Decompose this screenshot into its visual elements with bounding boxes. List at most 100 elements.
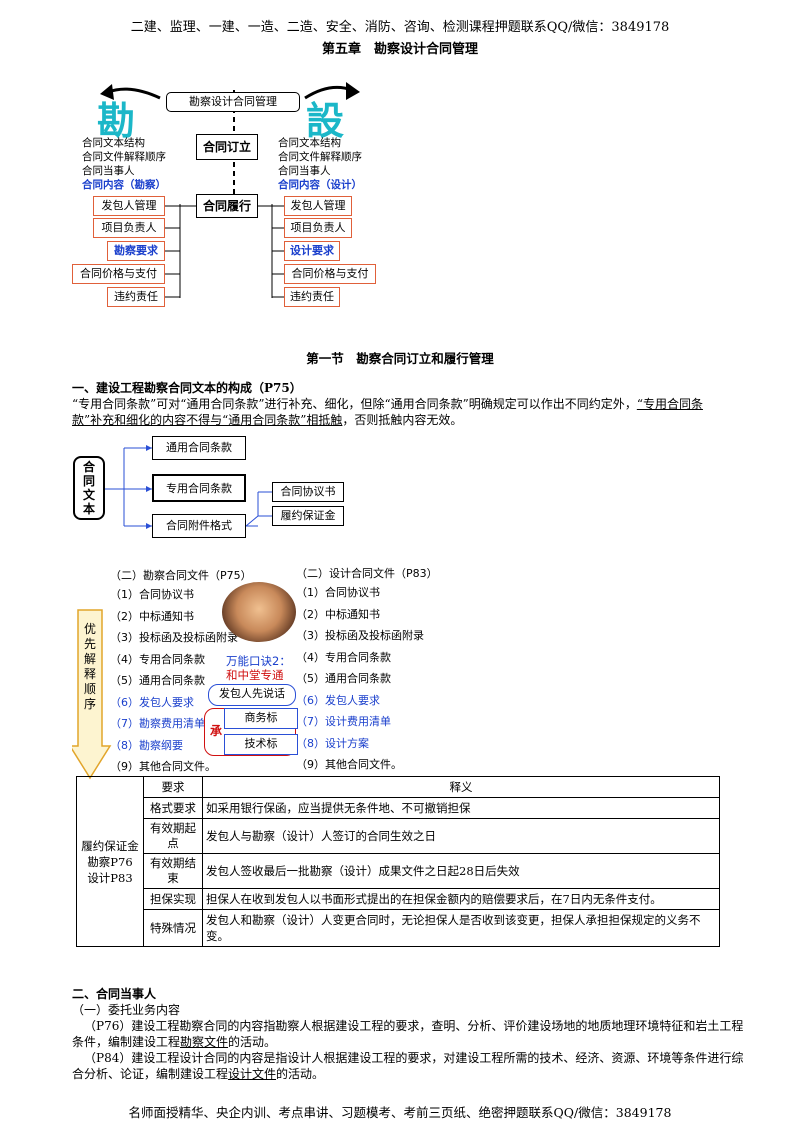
list-item: （9）其他合同文件。 — [110, 760, 216, 773]
list-item: （5）通用合同条款 — [296, 672, 391, 685]
general-terms-box: 通用合同条款 — [152, 436, 246, 460]
left-box-price: 合同价格与支付 — [72, 264, 165, 284]
priority-arrow-icon — [72, 609, 112, 780]
attachment-box: 合同附件格式 — [152, 514, 246, 538]
right-list: 合同文本结构 合同文件解释顺序 合同当事人 合同内容（设计） — [278, 136, 362, 192]
list-item: （6）发包人要求 — [110, 695, 194, 709]
right-line: 合同文件解释顺序 — [278, 151, 362, 163]
p76-text: （P76）建设工程勘察合同的内容指勘察人根据建设工程的要求，查明、分析、评价建设… — [72, 1019, 744, 1049]
p84-underline: 设计文件 — [228, 1067, 277, 1081]
contract-text-root: 合同文本 — [73, 456, 105, 520]
table-row-value: 如采用银行保函，应当提供无条件地、不可撤销担保 — [202, 797, 720, 819]
list-item: （5）通用合同条款 — [110, 674, 205, 687]
paragraph-1: “专用合同条款”可对“通用合同条款”进行补充、细化，但除“通用合同条款”明确规定… — [72, 396, 744, 428]
heading-1: 一、建设工程勘察合同文本的构成（P75） — [72, 381, 302, 395]
header-banner: 二建、监理、一建、一造、二造、安全、消防、咨询、检测课程押题联系QQ/微信：38… — [130, 20, 670, 35]
diagram2-lines — [104, 445, 272, 529]
list-item: （8）勘察纲要 — [110, 738, 183, 752]
table-row-value: 发包人与勘察（设计）人签订的合同生效之日 — [202, 818, 720, 854]
para1-underline: “专用合同条 — [636, 397, 703, 411]
list-item: （6）发包人要求 — [296, 693, 380, 707]
employer-bubble: 发包人先说话 — [208, 684, 296, 706]
table-row-key: 担保实现 — [143, 888, 203, 910]
p84-text: （P84）建设工程设计合同的内容是指设计人根据建设工程的要求，对建设工程所需的技… — [72, 1051, 744, 1081]
survey-doc-list: （二）勘察合同文件（P75） （1）合同协议书 （2）中标通知书 （3）投标函及… — [110, 568, 252, 778]
list-item: （9）其他合同文件。 — [296, 758, 402, 771]
list-item: （1）合同协议书 — [110, 588, 194, 601]
survey-doc-title: （二）勘察合同文件（P75） — [110, 569, 252, 582]
list-item: （3）投标函及投标函附录 — [110, 631, 238, 644]
list-item: （7）勘察费用清单 — [110, 717, 205, 730]
right-line: 合同文本结构 — [278, 137, 341, 149]
table-row-key: 有效期结束 — [143, 853, 203, 889]
table-row-header: 履约保证金 勘察P76 设计P83 — [76, 776, 144, 947]
root-label: 合同文本 — [82, 460, 95, 516]
right-box-breach: 违约责任 — [284, 287, 340, 307]
paragraph-p76: （P76）建设工程勘察合同的内容指勘察人根据建设工程的要求，查明、分析、评价建设… — [72, 1018, 744, 1050]
p84-text-end: 的活动。 — [276, 1067, 325, 1081]
cheng-label: 承 — [210, 724, 223, 738]
right-box-pm: 项目负责人 — [284, 218, 352, 238]
list-item: （1）合同协议书 — [296, 586, 380, 599]
list-item: （2）中标通知书 — [110, 609, 194, 623]
p76-text-end: 的活动。 — [228, 1035, 277, 1049]
table-row-key: 格式要求 — [143, 797, 203, 819]
table-row-key: 特殊情况 — [143, 909, 203, 947]
bond-box: 履约保证金 — [272, 506, 344, 526]
list-item: （4）专用合同条款 — [110, 652, 205, 666]
column-header-req: 要求 — [143, 776, 203, 798]
table-row-value: 发包人和勘察（设计）人变更合同时，无论担保人是否收到该变更，担保人承担担保规定的… — [202, 909, 720, 947]
left-box-pm: 项目负责人 — [93, 218, 165, 238]
heading-2-sub: （一）委托业务内容 — [72, 1003, 181, 1017]
mnemonic-line: 和中堂专通 — [226, 668, 284, 682]
table-row-key: 有效期起点 — [143, 818, 203, 854]
table-row-value: 担保人在收到发包人以书面形式提出的在担保金额内的赔偿要求后，在7日内无条件支付。 — [202, 888, 720, 910]
para1-underline-2: 款”补充和细化的内容不得与“通用合同条款”相抵触 — [72, 413, 343, 427]
contract-sign-box: 合同订立 — [196, 134, 258, 160]
p76-underline: 勘察文件 — [180, 1035, 229, 1049]
left-list: 合同文本结构 合同文件解释顺序 合同当事人 合同内容（勘察） — [82, 136, 166, 192]
contract-perform-box: 合同履行 — [196, 194, 258, 218]
footer-banner: 名师面授精华、央企内训、考点串讲、习题模考、考前三页纸、绝密押题联系QQ/微信：… — [128, 1105, 672, 1120]
right-box-req: 设计要求 — [284, 241, 340, 261]
left-box-employer: 发包人管理 — [93, 196, 165, 216]
list-item: （7）设计费用清单 — [296, 715, 391, 728]
para1-text-end: ，否则抵触内容无效。 — [342, 413, 463, 427]
business-bid-box: 商务标 — [224, 708, 298, 729]
heading-2: 二、合同当事人 — [72, 987, 157, 1001]
left-box-breach: 违约责任 — [107, 287, 165, 307]
right-content: 合同内容（设计） — [278, 179, 362, 191]
agreement-box: 合同协议书 — [272, 482, 344, 502]
special-terms-box: 专用合同条款 — [152, 474, 246, 502]
chapter-title: 第五章 勘察设计合同管理 — [321, 42, 478, 57]
row-header-line: 勘察P76 — [87, 854, 133, 869]
left-content: 合同内容（勘察） — [82, 179, 166, 191]
portrait-image — [222, 582, 296, 642]
she-glyph: 設 — [306, 99, 345, 143]
right-line: 合同当事人 — [278, 165, 331, 177]
list-item: （3）投标函及投标函附录 — [296, 629, 424, 642]
left-box-req: 勘察要求 — [107, 241, 165, 261]
priority-vertical-label: 优先解释顺序 — [84, 622, 97, 711]
center-top-box: 勘察设计合同管理 — [166, 92, 300, 112]
list-item: （2）中标通知书 — [296, 607, 380, 621]
design-doc-title: （二）设计合同文件（P83） — [296, 567, 438, 580]
row-header-line: 履约保证金 — [81, 838, 139, 853]
contract-management-diagram: 勘 設 勘察设计合同管理 合同订立 合同履行 合同文本结构 合同文件解释顺序 合… — [0, 70, 800, 310]
design-doc-list: （二）设计合同文件（P83） （1）合同协议书 （2）中标通知书 （3）投标函及… — [296, 566, 438, 776]
mnemonic: 万能口诀2： 和中堂专通 — [226, 654, 291, 682]
document-order-diagram: 优先解释顺序 （二）勘察合同文件（P75） （1）合同协议书 （2）中标通知书 … — [0, 562, 800, 780]
row-header-line: 设计P83 — [87, 870, 133, 885]
list-item: （4）专用合同条款 — [296, 650, 391, 664]
column-header-def: 释义 — [202, 776, 720, 798]
paragraph-p84: （P84）建设工程设计合同的内容是指设计人根据建设工程的要求，对建设工程所需的技… — [72, 1050, 744, 1082]
mnemonic-line: 万能口诀2： — [226, 654, 291, 668]
right-box-employer: 发包人管理 — [284, 196, 352, 216]
kan-glyph: 勘 — [97, 99, 136, 143]
contract-text-diagram: 合同文本 通用合同条款 专用合同条款 合同附件格式 合同协议书 履约保证金 — [0, 428, 800, 548]
section1-title: 第一节 勘察合同订立和履行管理 — [306, 351, 494, 366]
performance-bond-table: 履约保证金 勘察P76 设计P83 要求 释义 格式要求如采用银行保函，应当提供… — [76, 776, 720, 947]
para1-text: “专用合同条款”可对“通用合同条款”进行补充、细化，但除“通用合同条款”明确规定… — [72, 397, 637, 411]
technical-bid-box: 技术标 — [224, 734, 298, 755]
list-item: （8）设计方案 — [296, 736, 369, 750]
